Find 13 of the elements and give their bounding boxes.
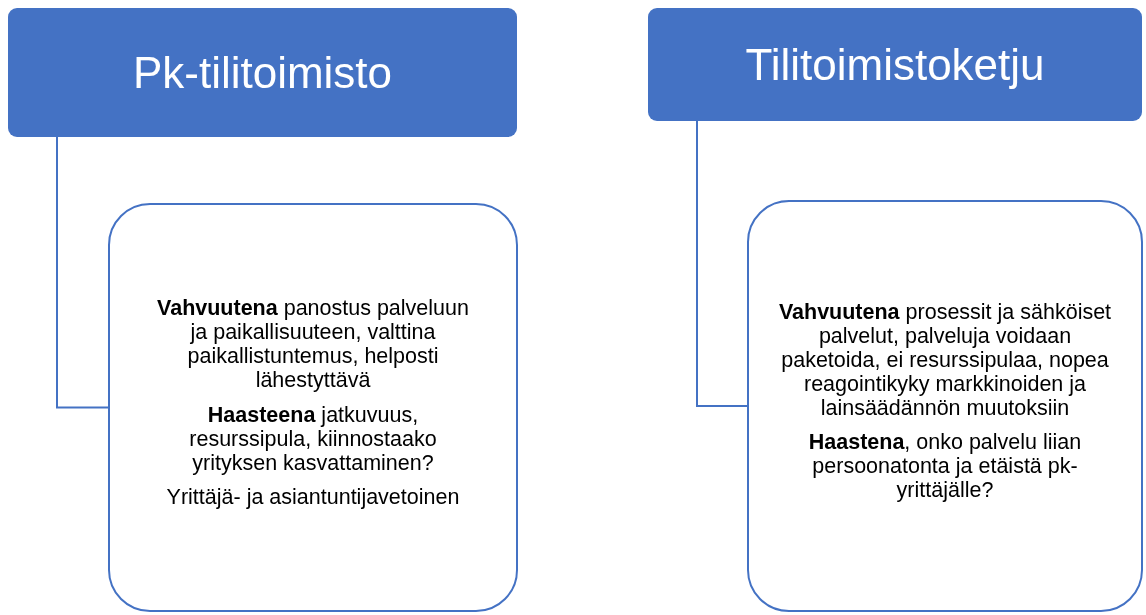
card-paragraph: Haasteena jatkuvuus, resurssipula, kiinnostaako yrityksen kasvattaminen?	[188, 402, 438, 475]
text-card	[747, 200, 1143, 612]
text-card	[108, 203, 518, 612]
connector-line	[56, 136, 109, 409]
card-paragraph: Vahvuutena panostus palveluun ja paikallisuuteen, valttina paikallistuntemus, helposti lähestyttävä	[156, 296, 470, 393]
card-paragraph: Haastena, onko palvelu liian persoonatonta ja etäistä pk-yrittäjälle?	[807, 430, 1083, 503]
header-box	[648, 8, 1142, 121]
header-box	[8, 8, 517, 137]
card-paragraph: Yrittäjä- ja asiantuntijavetoinen	[166, 484, 460, 509]
header-title: Tilitoimistoketju	[745, 39, 1045, 90]
card-paragraph: Vahvuutena prosessit ja sähköiset palvelut, palveluja voidaan paketoida, ei resurssipulaa, nopea reagointikyky markkinoiden ja lainsäädännön muutoksiin	[777, 299, 1113, 421]
header-title: Pk-tilitoimisto	[132, 47, 393, 98]
connector-line	[696, 120, 748, 407]
